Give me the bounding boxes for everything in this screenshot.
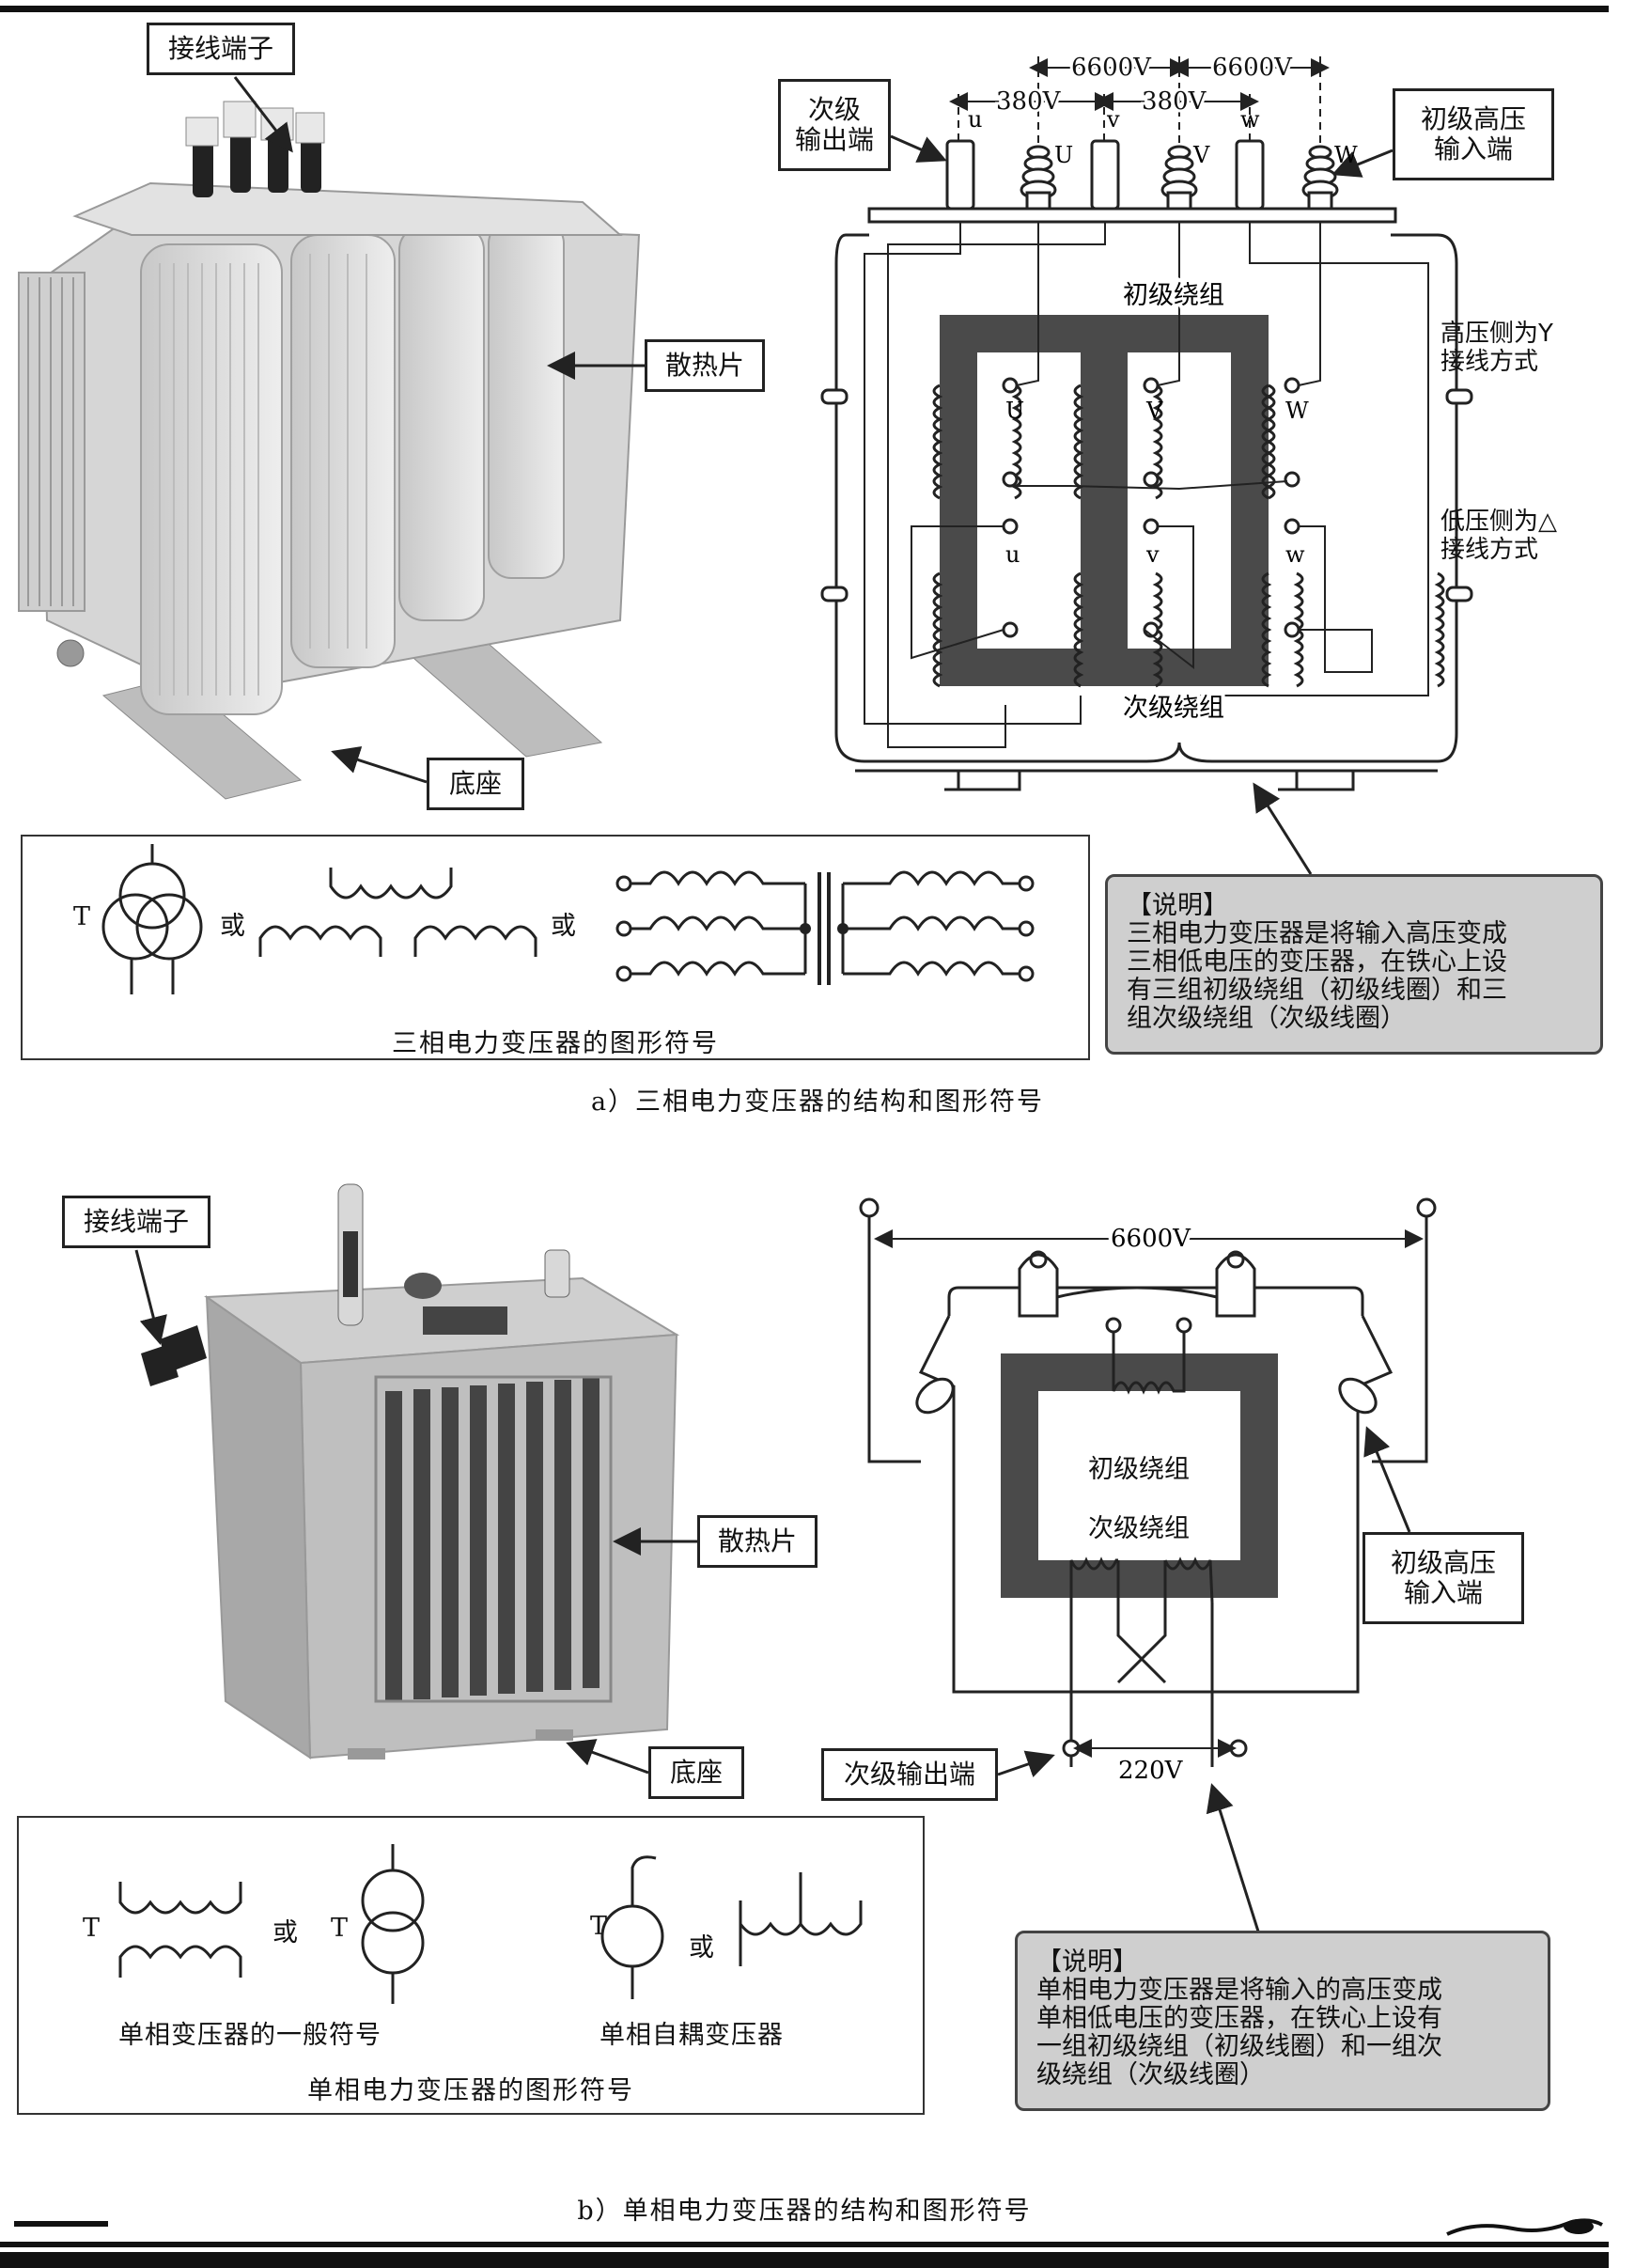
a-callout-arrows (233, 76, 1394, 875)
a-coil-U: U (1005, 398, 1024, 424)
b-note-line-1: 单相电力变压器是将输入的高压变成 (1036, 1976, 1442, 2005)
a-hv-side-text: 高压侧为Y 接线方式 (1440, 320, 1553, 376)
a-secondary-output-text: 次级 输出端 (794, 94, 874, 155)
b-or-2: 或 (689, 1933, 714, 1963)
a-note-line-3: 有三组初级绕组（初级线圈）和三 (1127, 976, 1507, 1005)
bottom-rule (0, 2242, 1609, 2247)
b-primary-input-text: 初级高压 输入端 (1390, 1547, 1496, 1608)
a-terminals-label: 接线端子 (147, 23, 295, 75)
a-coil-u: u (1005, 541, 1020, 568)
a-term-U: U (1054, 142, 1073, 168)
a-symbol-box (21, 835, 1090, 1060)
b-symbol-box (17, 1816, 925, 2115)
a-symbol-caption: 三相电力变压器的图形符号 (392, 1029, 719, 1058)
bottom-bar (0, 2252, 1609, 2268)
a-note-title: 【说明】 (1127, 891, 1228, 920)
b-dim-lv: 220V (1118, 1757, 1184, 1785)
a-term-V: V (1192, 142, 1210, 168)
bottom-rule-short (14, 2221, 108, 2227)
a-figure-caption: a）三相电力变压器的结构和图形符号 (590, 1087, 1045, 1117)
b-callout-arrows (134, 1249, 1411, 1935)
a-term-v: v (1106, 106, 1120, 133)
b-or-1: 或 (272, 1918, 298, 1947)
a-symbol-T: T (73, 902, 91, 931)
b-symbol-caption: 单相电力变压器的图形符号 (307, 2076, 634, 2105)
a-coil-W: W (1285, 398, 1309, 424)
a-coil-V: V (1145, 398, 1163, 424)
a-secondary-output-label: 次级 输出端 (778, 79, 891, 171)
b-symbol-T3: T (590, 1912, 608, 1941)
single-phase-schematic: 6600V 220V 初级绕组 次级绕组 (859, 1197, 1437, 1785)
a-dim-hv1: 6600V (1071, 54, 1152, 82)
a-primary-input-label: 初级高压 输入端 (1393, 88, 1554, 180)
a-note-line-4: 组次级绕组（次级线圈） (1127, 1004, 1406, 1033)
b-note-line-4: 级绕组（次级线圈） (1036, 2060, 1265, 2089)
a-or-2: 或 (551, 912, 576, 941)
top-rule (0, 6, 1609, 12)
a-dim-lv2: 380V (1142, 87, 1207, 116)
a-coil-v: v (1145, 541, 1160, 568)
a-note-line-1: 三相电力变压器是将输入高压变成 (1127, 919, 1507, 948)
b-note-line-2: 单相低电压的变压器，在铁心上设有 (1036, 2004, 1442, 2033)
b-secondary-winding-label: 次级绕组 (1088, 1514, 1190, 1543)
a-radiator-label: 散热片 (645, 339, 765, 392)
b-terminals-label: 接线端子 (62, 1196, 210, 1248)
three-phase-schematic: 6600V 6600V 380V 380V u U v V w W (820, 51, 1473, 791)
a-primary-winding-label: 初级绕组 (1123, 281, 1224, 310)
three-phase-transformer-photo (18, 101, 641, 800)
b-auto-symbol-label: 单相自耦变压器 (600, 2021, 784, 2050)
a-term-w: w (1240, 106, 1260, 133)
a-lv-side-text: 低压侧为△ 接线方式 (1440, 508, 1557, 564)
b-primary-winding-label: 初级绕组 (1088, 1455, 1190, 1484)
a-secondary-winding-label: 次级绕组 (1123, 694, 1224, 723)
a-primary-input-text: 初级高压 输入端 (1420, 103, 1526, 164)
b-symbol-T2: T (331, 1914, 349, 1943)
b-primary-input-label: 初级高压 输入端 (1362, 1532, 1524, 1624)
a-term-W: W (1334, 142, 1358, 168)
corner-ornament (1446, 2218, 1603, 2236)
b-dim-hv: 6600V (1111, 1225, 1191, 1253)
b-base-label: 底座 (648, 1746, 744, 1799)
b-note: 【说明】 单相电力变压器是将输入的高压变成 单相低电压的变压器，在铁心上设有 一… (1015, 1931, 1550, 2111)
a-dim-hv2: 6600V (1212, 54, 1293, 82)
b-symbol-T1: T (83, 1914, 101, 1943)
b-note-title: 【说明】 (1036, 1947, 1138, 1977)
b-symbols (118, 1844, 863, 2004)
b-general-symbol-label: 单相变压器的一般符号 (118, 2021, 382, 2050)
b-note-line-3: 一组初级绕组（初级线圈）和一组次 (1036, 2032, 1442, 2061)
a-dim-lv1: 380V (996, 87, 1062, 116)
single-phase-transformer-photo (141, 1183, 680, 1760)
a-coil-w: w (1285, 541, 1305, 568)
a-note-line-2: 三相低电压的变压器，在铁心上设 (1127, 947, 1507, 977)
b-radiator-label: 散热片 (697, 1515, 818, 1568)
a-or-1: 或 (220, 912, 245, 941)
b-secondary-output-label: 次级输出端 (821, 1748, 998, 1801)
a-base-label: 底座 (427, 758, 524, 810)
a-term-u: u (968, 106, 982, 133)
b-figure-caption: b）单相电力变压器的结构和图形符号 (577, 2197, 1032, 2226)
a-symbols (101, 844, 1035, 994)
a-note: 【说明】 三相电力变压器是将输入高压变成 三相低电压的变压器，在铁心上设 有三组… (1105, 874, 1603, 1055)
